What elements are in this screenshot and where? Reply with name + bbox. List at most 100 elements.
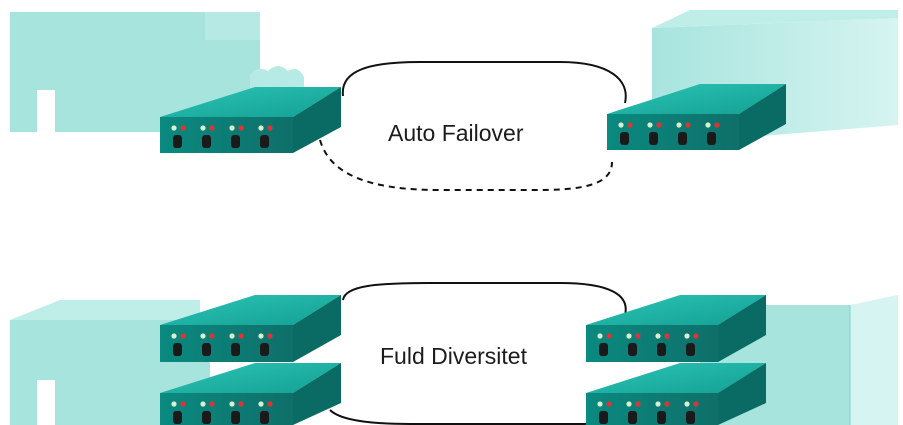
- device-front: [160, 117, 293, 153]
- device-front: [586, 325, 718, 362]
- device-top: [160, 363, 341, 393]
- network-port: [260, 135, 269, 148]
- device-ports: [618, 122, 720, 145]
- status-led: [200, 125, 206, 131]
- building-side: [850, 295, 898, 425]
- building-door: [37, 90, 55, 132]
- device-top: [607, 84, 786, 114]
- device-top: [586, 363, 766, 393]
- alarm-led: [606, 333, 612, 339]
- alarm-led: [180, 401, 186, 407]
- alarm-led: [238, 125, 244, 131]
- status-led: [655, 333, 661, 339]
- network-port: [628, 411, 637, 424]
- network-port: [202, 135, 211, 148]
- network-port: [260, 411, 269, 424]
- alarm-led: [664, 333, 670, 339]
- status-led: [597, 333, 603, 339]
- alarm-led: [606, 401, 612, 407]
- status-led: [684, 401, 690, 407]
- status-led: [229, 401, 235, 407]
- device-right-upper: [586, 295, 766, 362]
- status-led: [705, 122, 711, 128]
- cloud-label-bottom: Fuld Diversitet: [380, 343, 527, 369]
- network-port: [707, 132, 716, 145]
- alarm-led: [180, 125, 186, 131]
- network-port: [260, 343, 269, 356]
- network-port: [628, 343, 637, 356]
- device-side: [293, 295, 341, 362]
- building-roof: [10, 300, 200, 320]
- network-port: [231, 135, 240, 148]
- device-top: [160, 295, 341, 325]
- cloud-top: [319, 61, 627, 191]
- status-led: [597, 401, 603, 407]
- device-side: [739, 84, 786, 150]
- device-ports: [171, 125, 273, 148]
- cloud-upper-path: [342, 282, 627, 316]
- device-side: [293, 87, 341, 153]
- network-port: [173, 135, 182, 148]
- alarm-led: [209, 333, 215, 339]
- device-left-upper: [160, 295, 341, 362]
- status-led: [647, 122, 653, 128]
- cloud-upper-path: [341, 61, 627, 104]
- status-led: [626, 333, 632, 339]
- network-port: [678, 132, 687, 145]
- status-led: [684, 333, 690, 339]
- network-port: [173, 411, 182, 424]
- device-right-lower: [586, 363, 766, 425]
- device-front: [160, 325, 293, 362]
- network-port: [202, 343, 211, 356]
- network-port: [173, 343, 182, 356]
- device-side: [293, 363, 341, 425]
- status-led: [655, 401, 661, 407]
- status-led: [258, 333, 264, 339]
- network-port: [686, 411, 695, 424]
- device-right: [607, 84, 786, 150]
- device-ports: [171, 333, 273, 356]
- building-window: [205, 12, 260, 40]
- status-led: [171, 333, 177, 339]
- device-left: [160, 87, 341, 153]
- network-port: [686, 343, 695, 356]
- cloud-label-top: Auto Failover: [388, 120, 524, 146]
- network-port: [657, 411, 666, 424]
- alarm-led: [693, 401, 699, 407]
- status-led: [229, 125, 235, 131]
- device-front: [607, 114, 739, 150]
- status-led: [171, 125, 177, 131]
- status-led: [229, 333, 235, 339]
- status-led: [618, 122, 624, 128]
- left-building: [10, 12, 304, 132]
- top-diagram: [10, 10, 898, 191]
- network-port: [231, 343, 240, 356]
- device-left-lower: [160, 363, 341, 425]
- building-roof: [652, 10, 898, 28]
- status-led: [171, 401, 177, 407]
- device-front: [160, 393, 293, 425]
- network-port: [231, 411, 240, 424]
- alarm-led: [627, 122, 633, 128]
- status-led: [676, 122, 682, 128]
- device-side: [718, 363, 766, 425]
- status-led: [200, 333, 206, 339]
- status-led: [200, 401, 206, 407]
- status-led: [258, 401, 264, 407]
- network-port: [202, 411, 211, 424]
- status-led: [258, 125, 264, 131]
- alarm-led: [180, 333, 186, 339]
- alarm-led: [209, 125, 215, 131]
- building-shrub: [250, 66, 304, 92]
- alarm-led: [714, 122, 720, 128]
- alarm-led: [685, 122, 691, 128]
- device-top: [586, 295, 766, 325]
- network-port: [657, 343, 666, 356]
- bottom-diagram: [10, 282, 898, 425]
- device-ports: [597, 333, 699, 356]
- alarm-led: [209, 401, 215, 407]
- alarm-led: [635, 401, 641, 407]
- device-ports: [597, 401, 699, 424]
- device-ports: [171, 401, 273, 424]
